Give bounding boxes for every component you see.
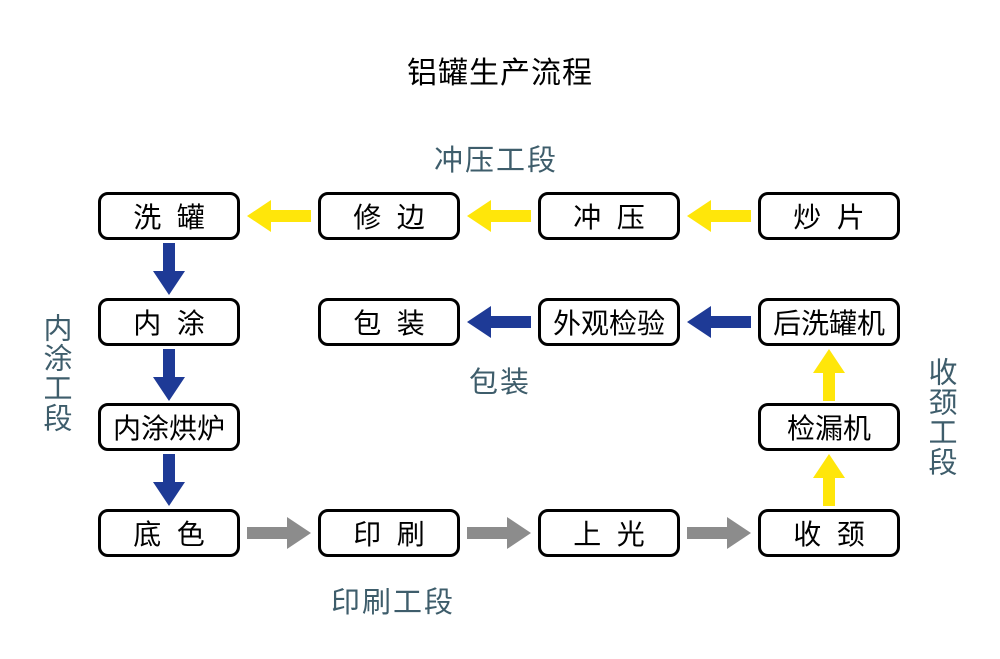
- arrow-sheet-to-stamp: [687, 198, 751, 234]
- node-varnish: 上 光: [538, 509, 680, 557]
- section-label-necking: 收颈工段: [924, 357, 956, 477]
- arrow-trim-to-wash-can: [247, 198, 311, 234]
- arrow-stamp-to-trim: [467, 198, 531, 234]
- node-base-color: 底 色: [98, 509, 240, 557]
- node-wash-can: 洗 罐: [98, 192, 240, 240]
- page-title: 铝罐生产流程: [407, 57, 593, 90]
- node-post-wash: 后洗罐机: [758, 298, 900, 346]
- arrow-inspect-to-pack: [467, 304, 531, 340]
- node-coat-oven: 内涂烘炉: [98, 403, 240, 451]
- arrow-neck-to-leak-tester: [811, 454, 847, 506]
- arrow-inner-coat-to-coat-oven: [151, 348, 187, 401]
- node-inner-coat: 内 涂: [98, 298, 240, 346]
- node-trim: 修 边: [318, 192, 460, 240]
- arrow-leak-tester-to-post-wash: [811, 348, 847, 401]
- node-pack: 包 装: [318, 298, 460, 346]
- section-label-packing: 包装: [469, 367, 532, 399]
- arrow-varnish-to-neck: [687, 515, 751, 551]
- arrow-wash-can-to-inner-coat: [151, 243, 187, 295]
- node-inspect: 外观检验: [538, 298, 680, 346]
- node-stamp: 冲 压: [538, 192, 680, 240]
- arrow-coat-oven-to-base-color: [151, 454, 187, 506]
- section-label-stamping: 冲压工段: [434, 145, 559, 177]
- node-leak-tester: 检漏机: [758, 403, 900, 451]
- node-print: 印 刷: [318, 509, 460, 557]
- node-neck: 收 颈: [758, 509, 900, 557]
- arrow-print-to-varnish: [467, 515, 531, 551]
- arrow-base-color-to-print: [247, 515, 311, 551]
- node-sheet: 炒 片: [758, 192, 900, 240]
- section-label-printing: 印刷工段: [331, 587, 456, 619]
- arrow-post-wash-to-inspect: [687, 304, 751, 340]
- section-label-inner-coating: 内涂工段: [39, 313, 71, 433]
